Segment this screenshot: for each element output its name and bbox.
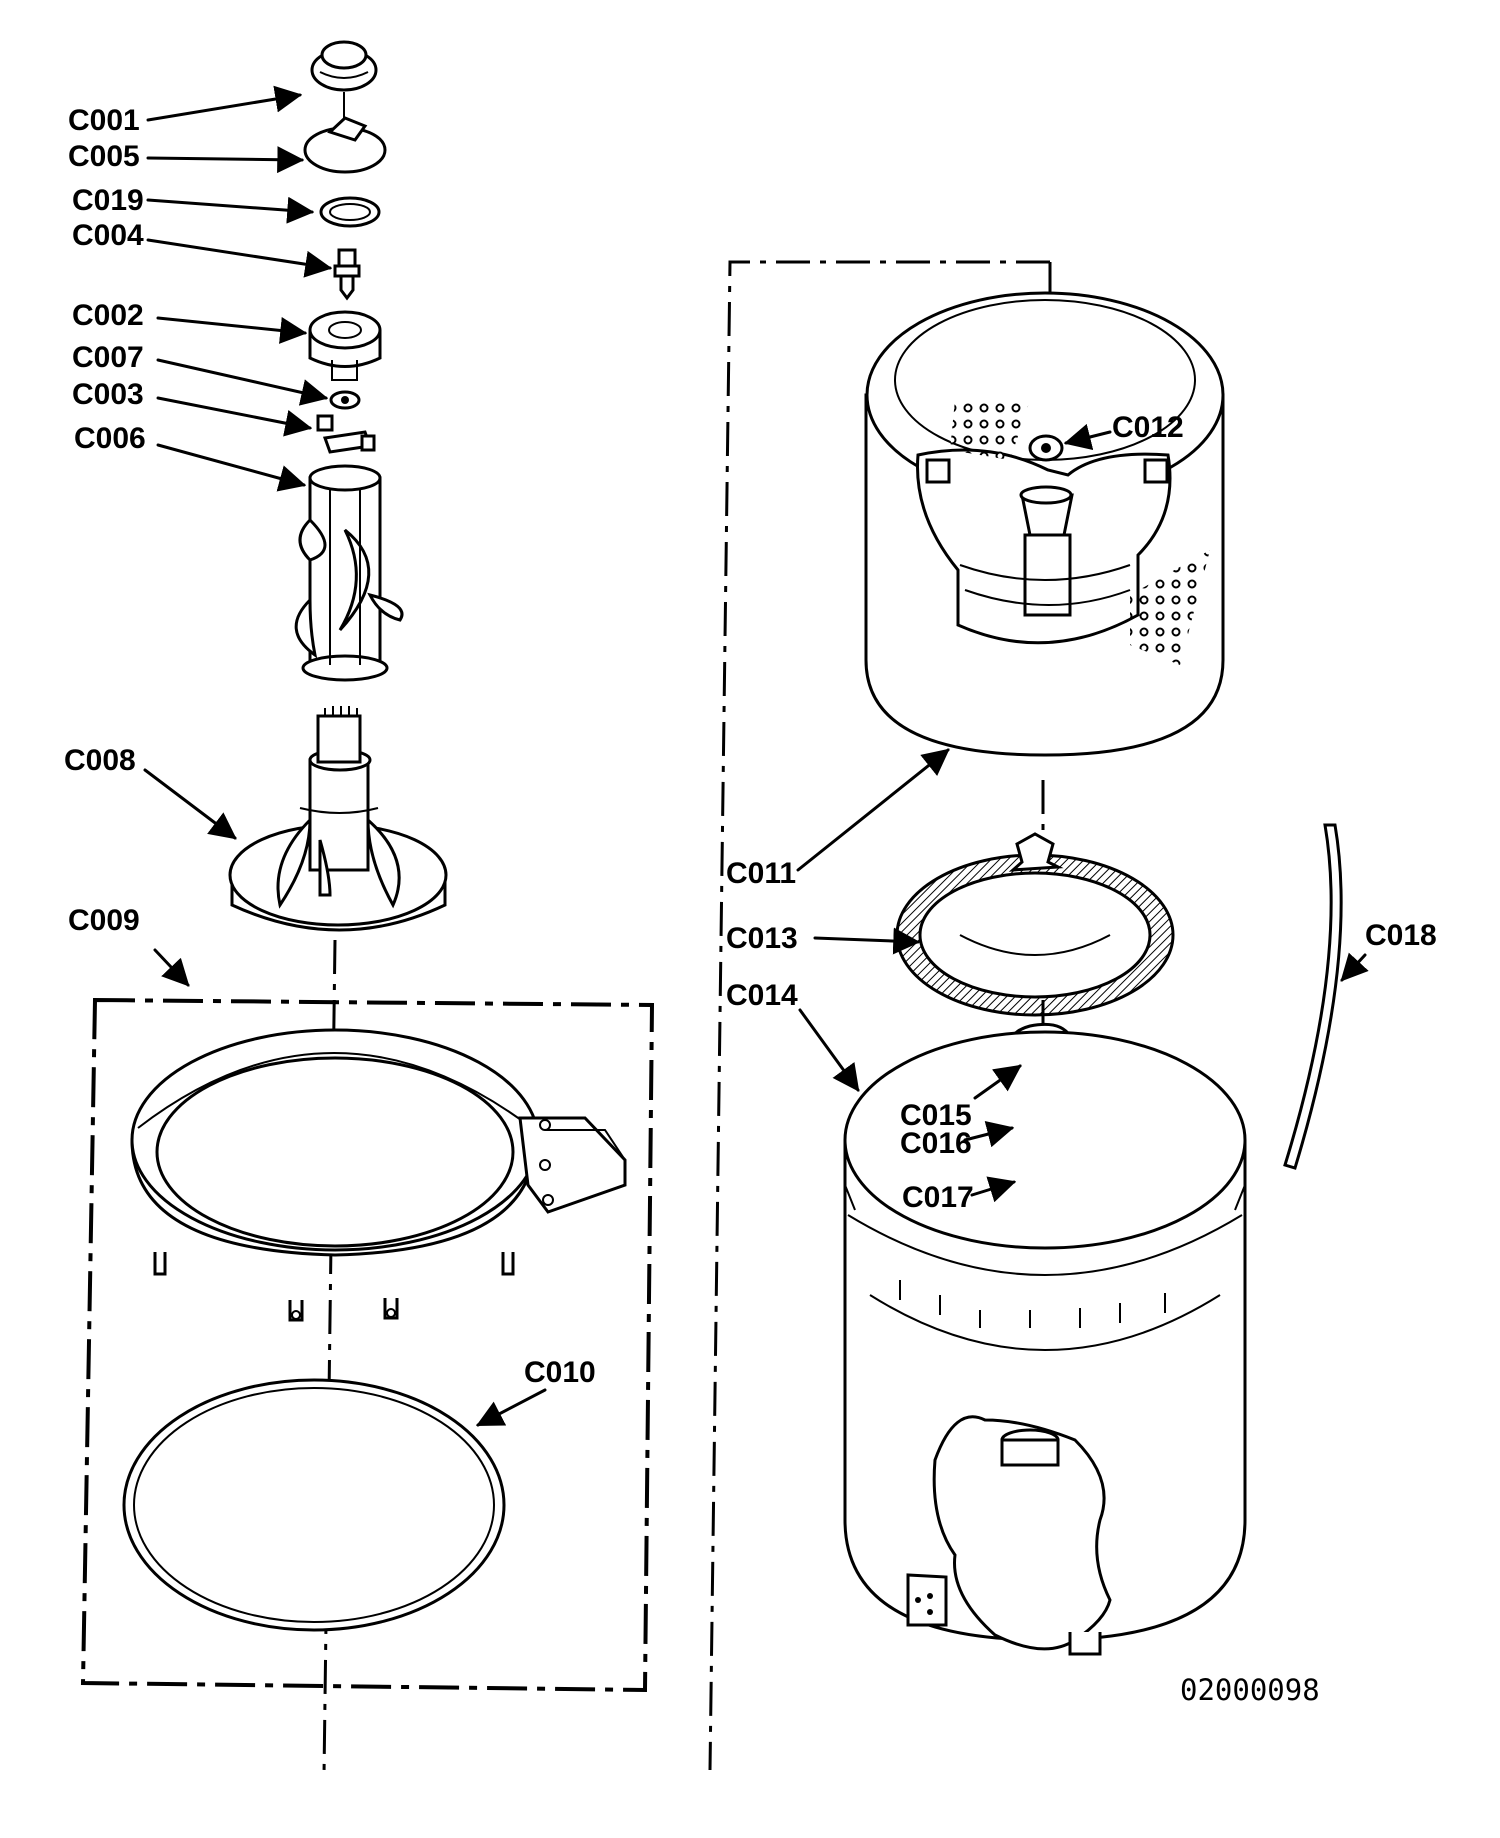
- label-c010: C010: [524, 1356, 596, 1389]
- label-c009: C009: [68, 904, 140, 937]
- label-c001: C001: [68, 104, 140, 137]
- balance-ring-part: [895, 832, 1175, 1017]
- label-c005: C005: [68, 140, 140, 173]
- label-c013: C013: [726, 922, 798, 955]
- leader-lines: [143, 85, 1369, 1427]
- gasket-ring-part: [122, 1378, 506, 1632]
- label-c016: C016: [900, 1127, 972, 1160]
- label-c017: C017: [902, 1181, 974, 1214]
- label-c008: C008: [64, 744, 136, 777]
- drawing-number: 02000098: [1180, 1673, 1320, 1707]
- cover-plate-part: [303, 116, 387, 174]
- label-c012: C012: [1112, 411, 1184, 444]
- tub-cover-ring-part: [130, 1028, 627, 1322]
- label-c011: C011: [726, 857, 796, 890]
- o-ring-part: [319, 196, 381, 228]
- outer-tub-part: [843, 1030, 1247, 1656]
- label-c018: C018: [1365, 919, 1437, 952]
- label-c006: C006: [74, 422, 146, 455]
- label-c007: C007: [72, 341, 144, 374]
- left-assembly-bracket-line: [708, 260, 1050, 1771]
- pulsator-part: [228, 706, 448, 932]
- nut-part: [1028, 434, 1064, 462]
- label-c014: C014: [726, 979, 798, 1012]
- label-c002: C002: [72, 299, 144, 332]
- label-c015: C015: [900, 1099, 972, 1132]
- clip-part: [316, 414, 376, 454]
- clutch-housing-part: [308, 310, 382, 381]
- wash-basket-part: [864, 291, 1225, 757]
- label-c004: C004: [72, 219, 144, 252]
- label-c019: C019: [72, 184, 144, 217]
- cap-part: [310, 40, 378, 92]
- label-c003: C003: [72, 378, 144, 411]
- agitator-auger-part: [294, 464, 404, 682]
- bolt-part: [333, 248, 361, 301]
- hose-part: [1283, 823, 1343, 1170]
- c009-group-box: [80, 997, 655, 1693]
